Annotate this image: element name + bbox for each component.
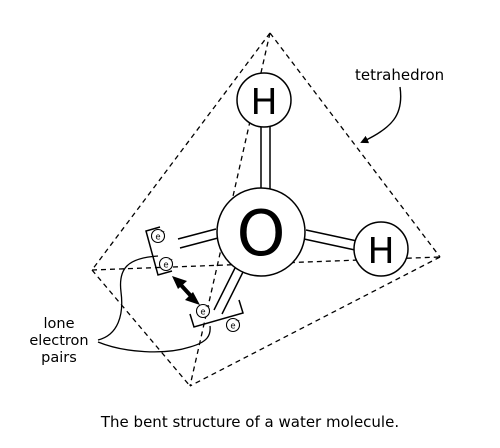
svg-text:O: O xyxy=(237,197,286,270)
tetrahedron-label: tetrahedron xyxy=(355,66,444,84)
svg-text:H: H xyxy=(250,82,277,123)
electron: e − xyxy=(225,317,241,333)
svg-text:e: e xyxy=(200,308,205,318)
svg-text:e: e xyxy=(163,261,168,271)
hydrogen-atom-top: H xyxy=(236,72,292,128)
tetrahedron-edge xyxy=(91,269,191,387)
lone-pairs-label-line1: lone xyxy=(43,316,74,332)
lone-pairs-label-line3: pairs xyxy=(41,350,77,366)
lone-pair-stick-upper xyxy=(177,228,219,249)
lone-pairs-label-line2: electron xyxy=(29,333,88,349)
tetrahedron-pointer-arrow xyxy=(360,86,402,144)
electron: e − xyxy=(195,303,211,319)
bond-oh-top xyxy=(260,118,271,190)
svg-text:−: − xyxy=(160,228,165,235)
lone-pairs-leader-lower xyxy=(97,325,211,353)
electron: e − xyxy=(150,228,166,244)
electron: e − xyxy=(158,256,174,272)
bond-oh-right xyxy=(303,229,358,251)
svg-text:−: − xyxy=(205,303,210,310)
lone-pair-stick-lower xyxy=(213,267,244,315)
tetrahedron-edge xyxy=(91,32,271,271)
svg-text:H: H xyxy=(367,231,394,272)
svg-text:−: − xyxy=(235,317,240,324)
lone-pairs-leader-upper xyxy=(97,255,159,341)
electron-paddle-lower xyxy=(189,299,244,328)
svg-text:−: − xyxy=(168,256,173,263)
svg-text:e: e xyxy=(230,322,235,332)
tetrahedron-edge xyxy=(269,32,441,258)
oxygen-atom: O xyxy=(216,187,306,277)
hydrogen-atom-right: H xyxy=(353,221,409,277)
figure-caption: The bent structure of a water molecule. xyxy=(100,413,399,431)
repulsion-arrow xyxy=(172,276,200,305)
svg-text:e: e xyxy=(155,233,160,243)
tetrahedron-edge xyxy=(189,256,441,387)
electron-paddle-upper xyxy=(145,226,173,276)
